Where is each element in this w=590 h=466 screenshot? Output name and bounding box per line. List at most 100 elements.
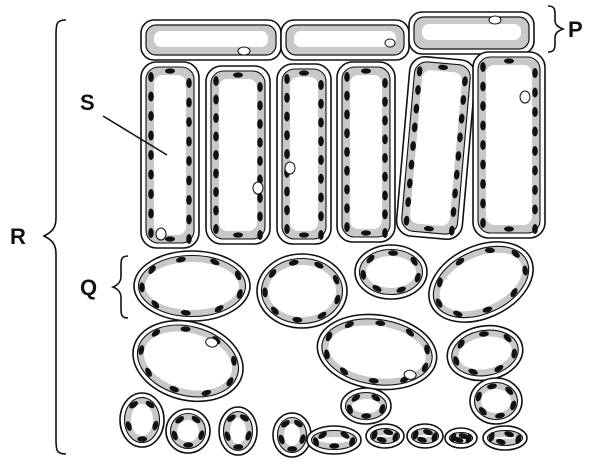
chloroplast xyxy=(532,146,538,156)
palisade-cell xyxy=(395,55,476,240)
spongy-cell xyxy=(134,251,250,321)
chloroplast xyxy=(284,112,290,122)
chloroplast xyxy=(213,76,219,86)
chloroplast xyxy=(284,205,290,215)
chloroplast xyxy=(213,95,219,105)
chloroplast xyxy=(257,119,263,129)
chloroplast xyxy=(480,101,486,111)
chloroplast xyxy=(148,131,154,141)
spongy-cell xyxy=(273,413,311,457)
chloroplast xyxy=(186,156,192,166)
chloroplast xyxy=(213,150,219,160)
chloroplast xyxy=(213,206,219,216)
chloroplast xyxy=(344,166,350,176)
chloroplast xyxy=(382,172,388,182)
chloroplast xyxy=(148,92,154,102)
chloroplast xyxy=(186,215,192,225)
chloroplast xyxy=(480,121,486,131)
chloroplast xyxy=(257,156,263,166)
chloroplast xyxy=(186,234,192,244)
label-Q: Q xyxy=(80,275,97,300)
palisade-cell xyxy=(141,62,199,248)
palisade-cell xyxy=(337,62,395,242)
label-S: S xyxy=(80,90,95,115)
chloroplast xyxy=(257,212,263,222)
chloroplast xyxy=(148,72,154,82)
chloroplast xyxy=(148,111,154,121)
chloroplast xyxy=(344,110,350,120)
chloroplast xyxy=(318,211,324,221)
spongy-cell xyxy=(416,226,546,338)
chloroplast xyxy=(480,160,486,170)
chloroplast xyxy=(382,134,388,144)
chloroplast xyxy=(532,185,538,195)
chloroplast xyxy=(480,140,486,150)
chloroplast xyxy=(480,62,486,72)
chloroplast xyxy=(213,113,219,123)
palisade-cell xyxy=(206,66,270,244)
chloroplast xyxy=(504,226,514,231)
spongy-cell xyxy=(166,409,210,453)
chloroplast xyxy=(532,224,538,234)
chloroplast xyxy=(318,80,324,90)
chloroplast xyxy=(361,68,371,73)
chloroplast xyxy=(382,97,388,107)
chloroplast xyxy=(148,150,154,160)
chloroplast xyxy=(532,166,538,176)
chloroplast xyxy=(284,74,290,84)
chloroplast xyxy=(344,185,350,195)
chloroplast xyxy=(318,230,324,240)
epidermal-cell xyxy=(141,20,281,60)
palisade-cell xyxy=(277,64,331,244)
bracket-P xyxy=(548,6,563,52)
spongy-cell xyxy=(366,424,404,448)
chloroplast xyxy=(213,132,219,142)
label-R: R xyxy=(10,224,26,249)
chloroplast xyxy=(532,68,538,78)
chloroplast xyxy=(257,82,263,92)
chloroplast xyxy=(532,107,538,117)
chloroplast xyxy=(186,176,192,186)
chloroplast xyxy=(213,187,219,197)
chloroplast xyxy=(344,203,350,213)
bracket-Q xyxy=(113,256,128,318)
palisade-cell xyxy=(473,52,545,238)
chloroplast xyxy=(284,149,290,159)
epidermal-cell xyxy=(409,12,534,54)
chloroplast xyxy=(186,117,192,127)
chloroplast xyxy=(318,99,324,109)
chloroplast xyxy=(299,70,309,75)
chloroplast xyxy=(186,137,192,147)
chloroplast xyxy=(186,98,192,108)
spongy-cell xyxy=(483,426,527,450)
spongy-cell xyxy=(341,388,391,424)
epidermal-cell xyxy=(281,20,409,60)
chloroplast xyxy=(233,72,243,77)
chloroplast xyxy=(344,72,350,82)
chloroplast xyxy=(257,230,263,240)
chloroplast xyxy=(148,228,154,238)
spongy-cell xyxy=(470,378,522,424)
palisade-layer xyxy=(141,52,545,248)
chloroplast xyxy=(382,191,388,201)
chloroplast xyxy=(532,88,538,98)
chloroplast xyxy=(318,174,324,184)
spongy-cell xyxy=(219,407,257,455)
chloroplast xyxy=(186,195,192,205)
chloroplast xyxy=(165,236,175,241)
chloroplast xyxy=(361,230,371,235)
spongy-cell xyxy=(445,428,477,448)
chloroplast xyxy=(318,136,324,146)
spongy-cell xyxy=(120,393,164,447)
chloroplast xyxy=(284,130,290,140)
spongy-cell xyxy=(443,320,527,386)
chloroplast xyxy=(257,193,263,203)
spongy-cell xyxy=(312,307,441,397)
chloroplast xyxy=(318,193,324,203)
chloroplast xyxy=(344,147,350,157)
chloroplast xyxy=(480,218,486,228)
chloroplast xyxy=(148,189,154,199)
chloroplast xyxy=(504,58,514,63)
spongy-cell xyxy=(257,254,347,328)
